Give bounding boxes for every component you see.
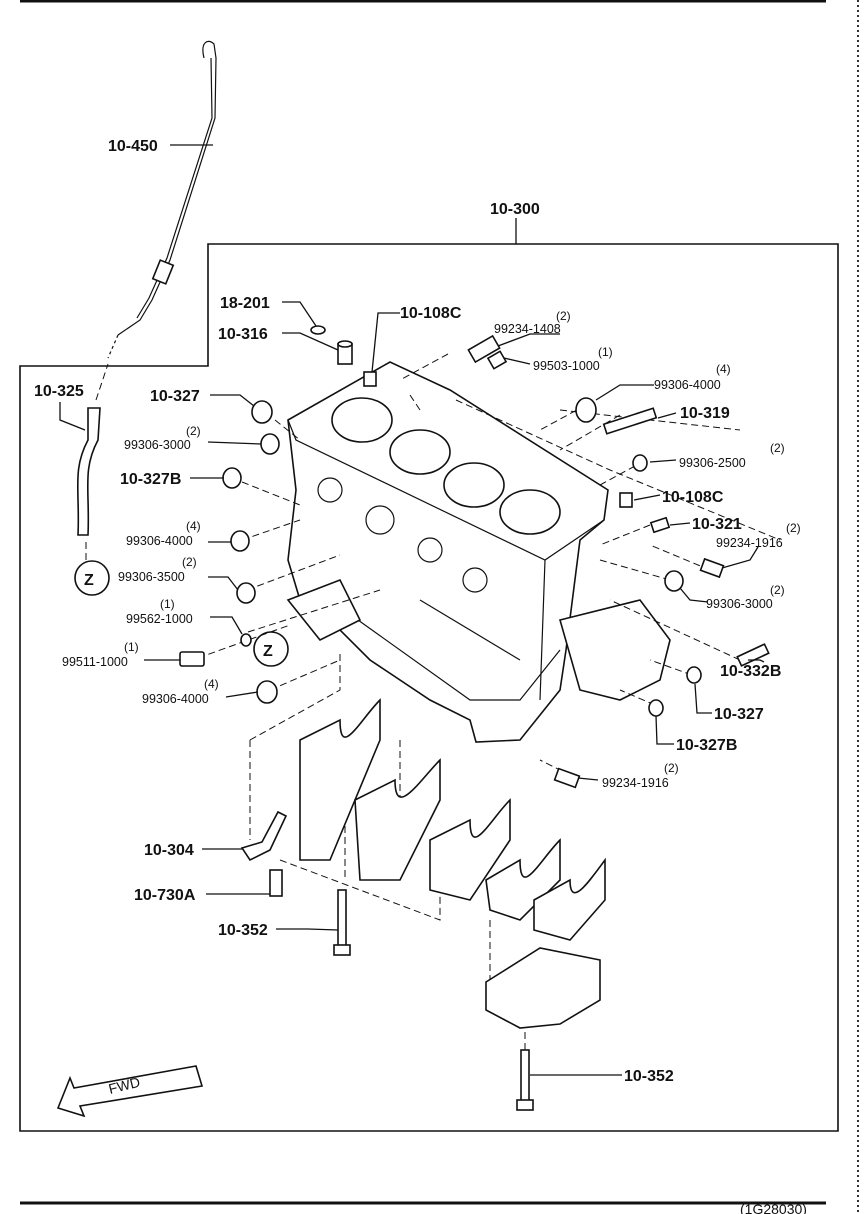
label-10-316: 10-316: [218, 326, 268, 343]
part-99306-3000-right: 99306-3000: [706, 597, 773, 611]
label-10-319: 10-319: [680, 405, 730, 422]
part-99511-1000: 99511-1000: [62, 655, 128, 669]
svg-text:FWD: FWD: [107, 1074, 142, 1097]
qty-99306-3000-left: (2): [186, 424, 201, 438]
svg-text:Z: Z: [263, 643, 273, 660]
label-10-327-right: 10-327: [714, 706, 764, 723]
small-parts: [179, 325, 770, 789]
label-10-321: 10-321: [692, 516, 742, 533]
qty-99306-3500: (2): [182, 555, 197, 569]
label-10-325: 10-325: [34, 383, 84, 400]
part-99234-1408: 99234-1408: [494, 322, 561, 336]
diagram-frame: [19, 243, 839, 1132]
label-10-332b: 10-332B: [720, 663, 781, 680]
bearing-caps: [299, 698, 606, 941]
qty-99562-1000: (1): [160, 597, 175, 611]
qty-99234-1916-right: (2): [786, 521, 801, 535]
qty-99306-4000-tr: (4): [716, 362, 731, 376]
group-label: 10-300: [490, 201, 540, 218]
part-99306-4000-left: 99306-4000: [126, 534, 193, 548]
label-10-327b-left: 10-327B: [120, 471, 181, 488]
part-99562-1000: 99562-1000: [126, 612, 193, 626]
part-99306-4000-bottom: 99306-4000: [142, 692, 209, 706]
qty-99511-1000: (1): [124, 640, 139, 654]
dipstick-tube-part: [76, 363, 109, 536]
label-10-352-left: 10-352: [218, 922, 268, 939]
dipstick-part: [107, 40, 217, 359]
part-99306-3500: 99306-3500: [118, 570, 185, 584]
label-10-327b-right: 10-327B: [676, 737, 737, 754]
bolt-10-352-b: [516, 1049, 534, 1111]
part-99306-3000-left: 99306-3000: [124, 438, 191, 452]
qty-99234-1408: (2): [556, 309, 571, 323]
oil-jet-part: [240, 810, 288, 862]
zoom-marker-center: Z: [253, 631, 289, 667]
label-10-108c-top: 10-108C: [400, 305, 462, 322]
svg-text:Z: Z: [84, 572, 94, 589]
qty-99234-1916-bottom: (2): [664, 761, 679, 775]
qty-99503-1000: (1): [598, 345, 613, 359]
bolt-10-730a: [269, 869, 283, 897]
bolt-10-352-a: [333, 889, 351, 956]
fwd-arrow-marker: FWD: [56, 1065, 204, 1118]
drawing-ref: (1G28030): [740, 1201, 807, 1214]
label-10-730a: 10-730A: [134, 887, 196, 904]
cylinder-block-part: [286, 361, 671, 743]
callout-leaders: [144, 301, 765, 1076]
part-99306-2500: 99306-2500: [679, 456, 746, 470]
label-10-327-left: 10-327: [150, 388, 200, 405]
qty-99306-2500: (2): [770, 441, 785, 455]
qty-99306-4000-left: (4): [186, 519, 201, 533]
qty-99306-4000-bottom: (4): [204, 677, 219, 691]
label-10-450: 10-450: [108, 138, 158, 155]
bearing-cap-bridge: [485, 947, 601, 1029]
part-99234-1916-right: 99234-1916: [716, 536, 783, 550]
part-99503-1000: 99503-1000: [533, 359, 600, 373]
label-10-352-bottom: 10-352: [624, 1068, 674, 1085]
zoom-marker-left: Z: [74, 560, 110, 596]
label-10-108c-right: 10-108C: [662, 489, 724, 506]
label-10-304: 10-304: [144, 842, 194, 859]
label-18-201: 18-201: [220, 295, 270, 312]
part-99306-4000-tr: 99306-4000: [654, 378, 721, 392]
qty-99306-3000-right: (2): [770, 583, 785, 597]
part-99234-1916-bottom: 99234-1916: [602, 776, 669, 790]
